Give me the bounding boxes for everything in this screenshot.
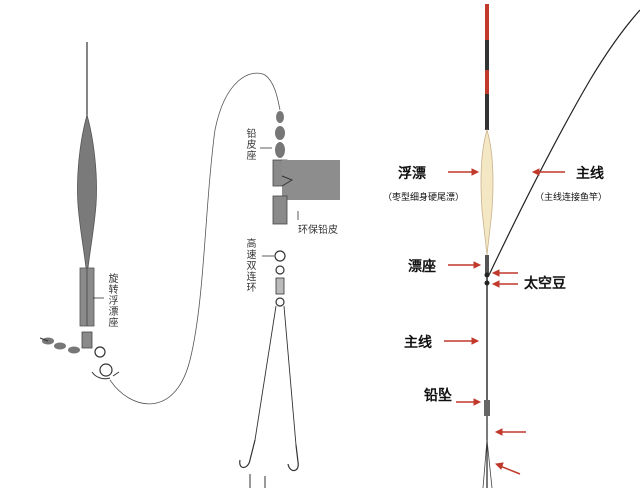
middle-rig	[239, 111, 340, 488]
left-float-bottom-tackle	[39, 297, 120, 380]
rod-line	[488, 9, 640, 276]
space-bean-label: 太空豆	[524, 276, 566, 292]
left-fishing-line	[109, 72, 281, 405]
rotating-seat-label: 旋转浮漂座	[106, 273, 117, 328]
lead-sheet-label: 环保铅皮	[298, 225, 338, 236]
left-float	[77, 42, 97, 327]
main-line-top-sub-label: （主线连接鱼竿）	[535, 193, 608, 203]
float-sub-label: （枣型细身硬尾漂）	[383, 193, 465, 203]
lead-seat-label: 铅皮座	[244, 128, 255, 161]
sinker-label: 铅坠	[424, 388, 452, 404]
right-main-line	[482, 272, 493, 488]
red-arrows	[444, 168, 565, 475]
swivel-label: 高速双连环	[244, 238, 255, 293]
main-line-label: 主线	[404, 335, 432, 351]
main-line-top-label: 主线	[576, 166, 604, 182]
float-seat-label: 漂座	[408, 259, 436, 275]
right-float	[480, 4, 494, 273]
float-label: 浮漂	[398, 166, 426, 182]
